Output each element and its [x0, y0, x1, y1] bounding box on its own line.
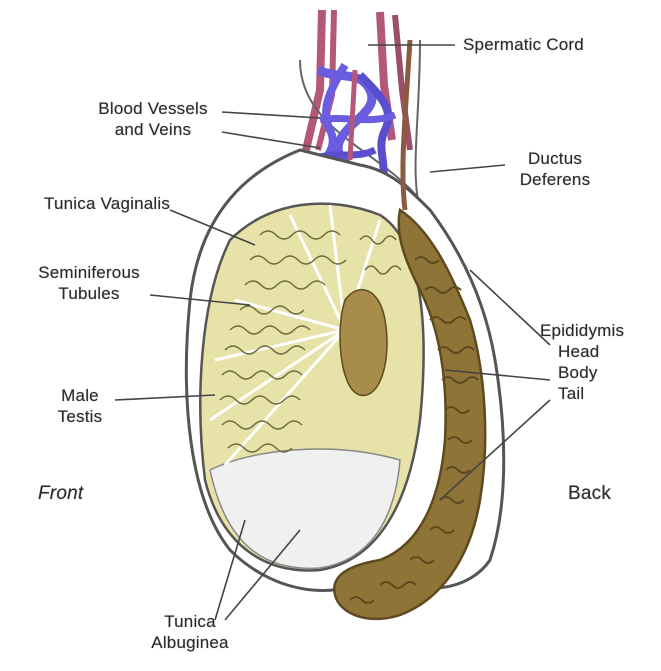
label-albuginea-line1: Tunica: [130, 611, 250, 632]
label-tunica-vaginalis: Tunica Vaginalis: [44, 193, 170, 214]
label-male-testis: Male Testis: [40, 385, 120, 427]
label-ductus-line2: Deferens: [505, 169, 605, 190]
label-epididymis-head: Head: [540, 341, 624, 362]
label-tunica-albuginea: Tunica Albuginea: [130, 611, 250, 653]
label-spermatic-cord: Spermatic Cord: [463, 34, 584, 55]
label-blood-vessels: Blood Vessels and Veins: [78, 98, 228, 140]
label-epididymis-body: Body: [540, 362, 624, 383]
label-front: Front: [38, 483, 83, 504]
label-blood-vessels-line2: and Veins: [78, 119, 228, 140]
label-male-testis-line1: Male: [40, 385, 120, 406]
label-ductus-deferens: Ductus Deferens: [505, 148, 605, 190]
label-epididymis-title: Epididymis: [540, 320, 624, 341]
label-seminiferous-line2: Tubules: [14, 283, 164, 304]
label-seminiferous-tubules: Seminiferous Tubules: [14, 262, 164, 304]
label-epididymis-tail: Tail: [540, 383, 624, 404]
label-albuginea-line2: Albuginea: [130, 632, 250, 653]
label-blood-vessels-line1: Blood Vessels: [78, 98, 228, 119]
label-epididymis: Epididymis Head Body Tail: [540, 320, 624, 404]
label-male-testis-line2: Testis: [40, 406, 120, 427]
label-seminiferous-line1: Seminiferous: [14, 262, 164, 283]
label-back: Back: [568, 483, 611, 504]
label-ductus-line1: Ductus: [505, 148, 605, 169]
mediastinum-testis: [340, 290, 387, 396]
